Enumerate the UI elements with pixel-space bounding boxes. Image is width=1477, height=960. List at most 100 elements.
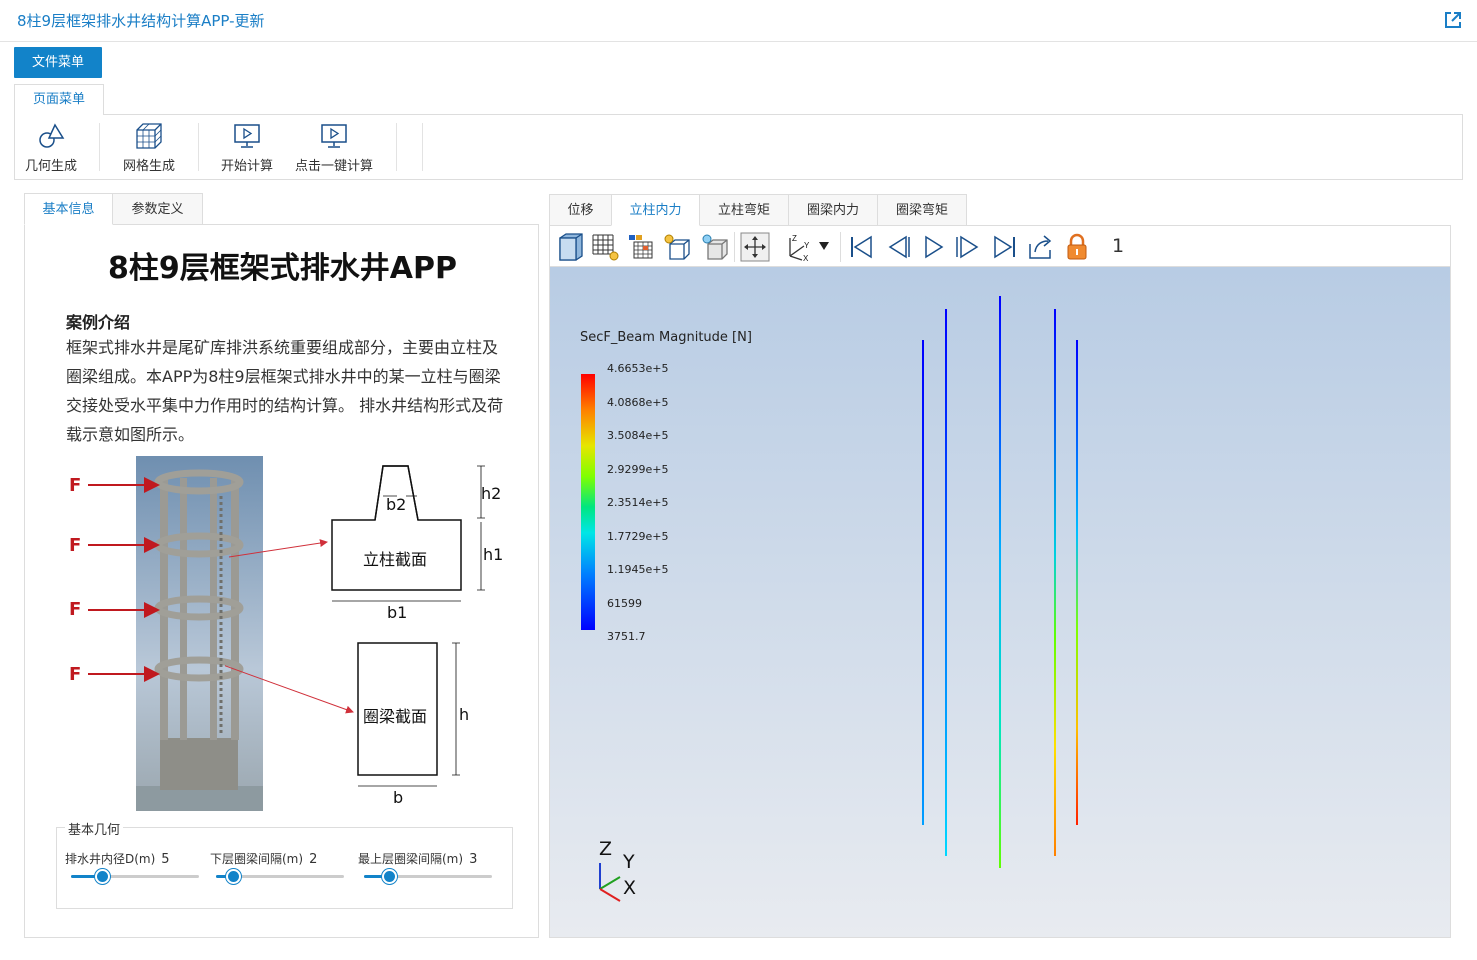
title-bar: 8柱9层框架排水井结构计算APP-更新 [0, 0, 1477, 42]
legend-tick: 4.6653e+5 [607, 362, 669, 375]
svg-text:Y: Y [804, 241, 810, 250]
section-drawings [225, 465, 485, 787]
ribbon-item-label: 开始计算 [220, 159, 273, 174]
tab-ring-beam-bending-moment[interactable]: 圈梁弯矩 [877, 194, 967, 226]
slider-label: 排水井内径D(m) [65, 852, 156, 866]
b1-label: b1 [387, 603, 408, 622]
well-diameter-slider[interactable]: 排水井内径D(m) 5 [65, 848, 205, 884]
svg-text:Z: Z [792, 234, 797, 243]
ribbon-divider [198, 123, 199, 171]
lock-icon[interactable] [1062, 232, 1092, 262]
ribbon-item-label: 几何生成 [24, 159, 77, 174]
3d-viewport[interactable]: SecF_Beam Magnitude [N] 4.6653e+5 4.0868… [549, 266, 1451, 938]
tab-column-bending-moment[interactable]: 立柱弯矩 [699, 194, 789, 226]
legend-tick: 2.9299e+5 [607, 463, 669, 476]
play-icon[interactable] [918, 232, 948, 262]
legend-tick: 1.7729e+5 [607, 530, 669, 543]
monitor-play-icon [234, 124, 260, 148]
color-scale-bar [581, 374, 595, 630]
geometry-generate-button[interactable]: 几何生成 [21, 121, 81, 175]
chevron-down-icon[interactable] [818, 241, 830, 251]
last-frame-icon[interactable] [990, 232, 1020, 262]
legend-tick: 3.5084e+5 [607, 429, 669, 442]
color-grid-icon[interactable] [626, 232, 656, 262]
tab-ring-beam-internal-force[interactable]: 圈梁内力 [788, 194, 878, 226]
slider-fill [71, 875, 103, 878]
window-title: 8柱9层框架排水井结构计算APP-更新 [17, 12, 265, 30]
ribbon-divider [99, 123, 100, 171]
frame-number: 1 [1112, 235, 1125, 257]
previous-frame-icon[interactable] [882, 232, 912, 262]
shapes-icon [39, 123, 65, 148]
lower-beam-spacing-slider[interactable]: 下层圈梁间隔(m) 2 [210, 848, 350, 884]
column-section-label: 立柱截面 [363, 550, 428, 569]
toolbar-divider [840, 232, 841, 262]
slider-track[interactable] [364, 869, 492, 884]
mesh-generate-button[interactable]: 网格生成 [119, 121, 179, 175]
force-label: F [69, 535, 82, 556]
slider-fill [216, 875, 234, 878]
ribbon-toolbar: 几何生成 网格生成 开始计算 点击一键计算 [14, 114, 1463, 180]
ring-beam-section-label: 圈梁截面 [363, 707, 428, 726]
slider-value: 2 [309, 852, 318, 867]
slider-fill [364, 875, 390, 878]
column-result-plot [599, 296, 1078, 902]
axis-z-label: Z [599, 838, 613, 860]
slider-handle[interactable] [95, 869, 110, 884]
external-link-icon[interactable] [1443, 10, 1463, 30]
h-label: h [459, 705, 470, 724]
start-compute-button[interactable]: 开始计算 [217, 121, 277, 175]
tab-basic-info[interactable]: 基本信息 [24, 193, 113, 225]
legend-tick: 2.3514e+5 [607, 496, 669, 509]
light-cube-icon[interactable] [700, 232, 730, 262]
legend-tick: 61599 [607, 597, 642, 610]
viewer-toolbar: Z Y X 1 [549, 225, 1451, 267]
basic-geometry-legend: 基本几何 [65, 819, 124, 838]
app-title: 8柱9层框架式排水井APP [108, 251, 457, 286]
monitor-play-icon [321, 124, 347, 148]
solid-view-icon[interactable] [556, 232, 586, 262]
ribbon-item-label: 点击一键计算 [294, 159, 373, 174]
b-label: b [393, 788, 404, 807]
slider-track[interactable] [216, 869, 344, 884]
tab-displacement[interactable]: 位移 [549, 194, 612, 226]
first-frame-icon[interactable] [846, 232, 876, 262]
mesh-cube-icon [136, 123, 162, 149]
wireframe-cube-icon[interactable] [662, 232, 692, 262]
ribbon-divider [396, 123, 397, 171]
slider-label: 最上层圈梁间隔(m) [358, 852, 464, 866]
legend-tick: 3751.7 [607, 630, 646, 643]
fit-view-icon[interactable] [740, 232, 770, 262]
axis-x-label: X [623, 877, 637, 899]
basic-geometry-group: 基本几何 排水井内径D(m) 5 下层圈梁间隔(m) 2 最上层圈梁间隔(m) 3 [56, 819, 513, 909]
grid-mesh-icon[interactable] [590, 232, 620, 262]
slider-track[interactable] [71, 869, 199, 884]
force-arrows-diagram [88, 477, 160, 682]
svg-text:X: X [803, 254, 809, 262]
legend-tick: 1.1945e+5 [607, 563, 669, 576]
slider-handle[interactable] [226, 869, 241, 884]
axis-orientation-icon[interactable]: Z Y X [782, 232, 812, 262]
tab-column-internal-force[interactable]: 立柱内力 [611, 194, 700, 226]
next-frame-icon[interactable] [954, 232, 984, 262]
force-label: F [69, 475, 82, 496]
toolbar-divider [734, 232, 735, 262]
axis-y-label: Y [623, 851, 635, 873]
tab-parameter-definition[interactable]: 参数定义 [112, 193, 203, 225]
force-label: F [69, 599, 82, 620]
b2-label: b2 [386, 495, 407, 514]
case-heading: 案例介绍 [66, 313, 131, 332]
ribbon-item-label: 网格生成 [122, 159, 175, 174]
slider-value: 5 [161, 852, 170, 867]
export-icon[interactable] [1026, 232, 1056, 262]
slider-label: 下层圈梁间隔(m) [210, 852, 304, 866]
force-label: F [69, 664, 82, 685]
h2-label: h2 [481, 484, 502, 503]
slider-handle[interactable] [382, 869, 397, 884]
legend-title: SecF_Beam Magnitude [N] [580, 330, 752, 345]
slider-value: 3 [469, 852, 478, 867]
top-beam-spacing-slider[interactable]: 最上层圈梁间隔(m) 3 [358, 848, 498, 884]
file-menu-button[interactable]: 文件菜单 [14, 47, 102, 78]
tab-page-menu[interactable]: 页面菜单 [14, 84, 104, 115]
one-click-compute-button[interactable]: 点击一键计算 [289, 121, 379, 175]
